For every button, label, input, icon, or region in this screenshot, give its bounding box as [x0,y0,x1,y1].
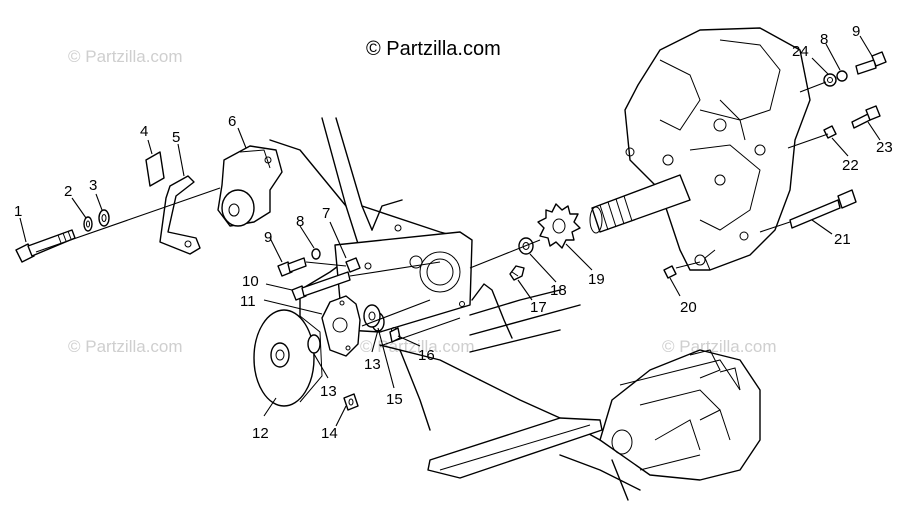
part-2-washer [83,216,93,232]
callout-15: 15 [386,391,403,408]
chaincase [624,27,811,271]
part-9-bolt-left [277,257,307,277]
callout-1: 1 [14,203,22,220]
callout-16: 16 [418,347,435,364]
callout-23: 23 [876,139,893,156]
part-12-idler-wheel [253,309,323,407]
callout-20: 20 [680,299,697,316]
part-8-washer-left [311,248,321,260]
part-20-nut [663,265,677,279]
callout-12: 12 [252,425,269,442]
callout-2: 2 [64,183,72,200]
watermark: © Partzilla.com [360,337,475,356]
callout-labels: 1 2 3 4 5 6 7 8 9 10 11 12 13 13 14 15 1… [14,23,893,442]
watermark: © Partzilla.com [662,337,777,356]
callout-8: 8 [296,213,304,230]
callout-24: 24 [792,43,809,60]
part-24-washer [823,73,837,87]
part-13-bearing-a [307,334,321,354]
callout-18: 18 [550,282,567,299]
leader-lines [19,35,881,427]
part-7-nut [345,257,361,273]
tunnel-heat-exchanger [599,349,761,481]
callout-14: 14 [321,425,338,442]
chain-guide-wire [471,283,513,339]
part-1-bolt [15,229,76,263]
callout-4: 4 [140,123,148,140]
copyright-label: © Partzilla.com [366,38,501,60]
part-5-bracket [159,175,201,255]
skid-runner [427,417,603,479]
part-6-tensioner-housing [217,145,283,227]
callout-8: 8 [820,31,828,48]
callout-11: 11 [240,293,256,310]
part-8-washer-right [836,70,848,82]
callout-17: 17 [530,299,547,316]
watermark: © Partzilla.com [68,47,183,66]
part-9-bolt-right [855,51,887,75]
callout-5: 5 [172,129,180,146]
callout-13: 13 [364,356,381,373]
part-15-washer [363,304,381,328]
callout-22: 22 [842,157,859,174]
callout-9: 9 [264,229,272,246]
part-10-bolt [291,271,351,301]
part-14-nut [343,393,359,411]
part-21-bolt [789,189,857,229]
callout-7: 7 [322,205,330,222]
part-4-decal [145,151,165,187]
drive-shaft [589,174,691,234]
part-23-bolt [851,105,881,129]
part-19-sprocket [537,203,581,249]
callout-9: 9 [852,23,860,40]
part-17-screw [509,265,525,281]
callout-13: 13 [320,383,337,400]
callout-10: 10 [242,273,259,290]
callout-19: 19 [588,271,605,288]
part-11-cam-plate [321,295,361,357]
callout-3: 3 [89,177,97,194]
part-16-clip [389,327,401,343]
watermark: © Partzilla.com [68,337,183,356]
callout-21: 21 [834,231,851,248]
part-22-nut [823,125,837,139]
part-3-washer [98,209,110,227]
callout-6: 6 [228,113,236,130]
